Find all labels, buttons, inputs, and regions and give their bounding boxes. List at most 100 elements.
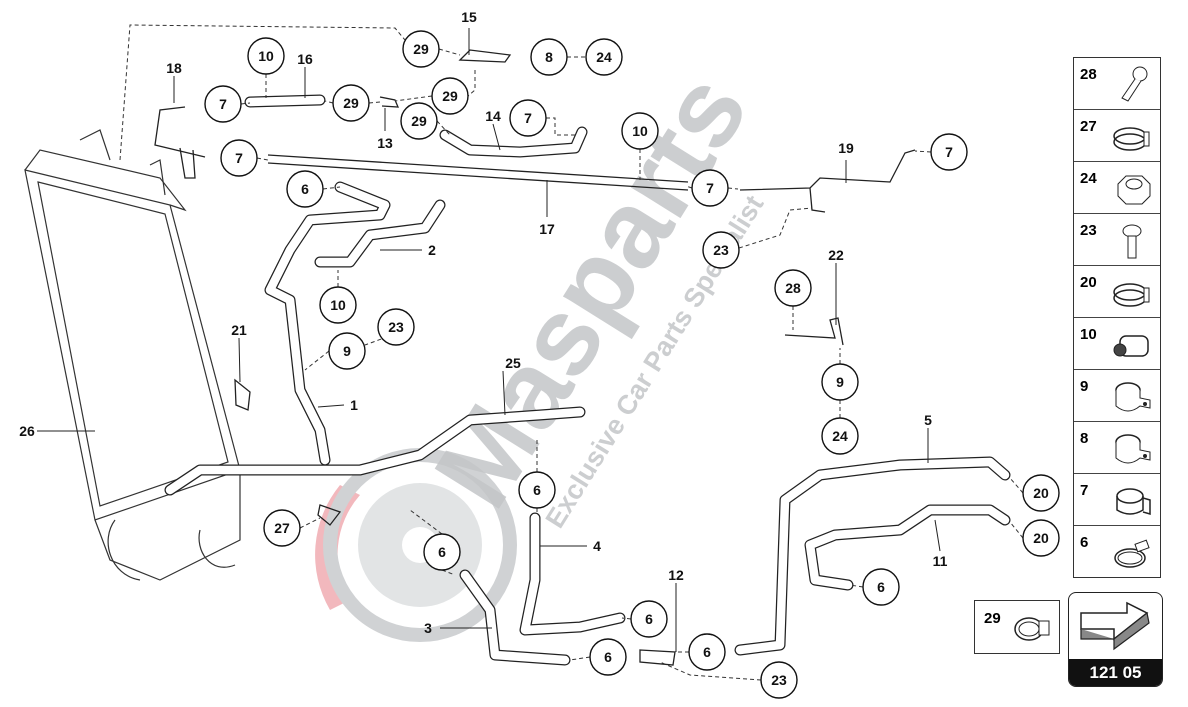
- part-label-14[interactable]: 14: [485, 108, 501, 124]
- part-label-11[interactable]: 11: [933, 553, 948, 569]
- callout-20[interactable]: 20: [1022, 519, 1060, 557]
- callout-6[interactable]: 6: [423, 533, 461, 571]
- callout-29[interactable]: 29: [402, 30, 440, 68]
- callout-10[interactable]: 10: [621, 112, 659, 150]
- callout-number: 6: [703, 644, 711, 660]
- callout-23[interactable]: 23: [702, 231, 740, 269]
- callout-circle: [702, 231, 740, 269]
- part-label-22[interactable]: 22: [828, 247, 844, 263]
- legend-part-29[interactable]: 29: [974, 600, 1060, 654]
- callout-10[interactable]: 10: [319, 286, 357, 324]
- callout-number: 23: [771, 672, 787, 688]
- part-label-3[interactable]: 3: [424, 620, 432, 636]
- next-page-button[interactable]: 121 05: [1068, 592, 1163, 687]
- callout-circle: [630, 600, 668, 638]
- callout-number: 27: [274, 520, 290, 536]
- part-label-17[interactable]: 17: [539, 221, 555, 237]
- legend-part-10[interactable]: 10: [1074, 318, 1160, 370]
- part-label-26[interactable]: 26: [19, 423, 35, 439]
- legend-number: 7: [1080, 482, 1089, 499]
- callout-7[interactable]: 7: [930, 133, 968, 171]
- callout-circle: [821, 363, 859, 401]
- callout-7[interactable]: 7: [691, 169, 729, 207]
- callout-6[interactable]: 6: [862, 568, 900, 606]
- legend-part-8[interactable]: 8: [1074, 422, 1160, 474]
- callout-circle: [621, 112, 659, 150]
- legend-part-20[interactable]: 20: [1074, 266, 1160, 318]
- callout-number: 6: [645, 611, 653, 627]
- callout-24[interactable]: 24: [585, 38, 623, 76]
- part-label-4[interactable]: 4: [593, 538, 601, 554]
- page-number: 121 05: [1069, 659, 1162, 686]
- part-label-5[interactable]: 5: [924, 412, 932, 428]
- callout-29[interactable]: 29: [332, 84, 370, 122]
- callout-27[interactable]: 27: [263, 509, 301, 547]
- callout-number: 23: [713, 242, 729, 258]
- part-label-13[interactable]: 13: [377, 135, 393, 151]
- callout-circle: [402, 30, 440, 68]
- part-label-21[interactable]: 21: [231, 322, 247, 338]
- legend-part-27[interactable]: 27: [1074, 110, 1160, 162]
- callout-number: 20: [1033, 485, 1049, 501]
- callout-circle: [319, 286, 357, 324]
- hose-clamp-icon: [1113, 127, 1150, 151]
- part-label-18[interactable]: 18: [166, 60, 182, 76]
- hex-nut-icon: [1117, 175, 1151, 205]
- legend-part-23[interactable]: 23: [1074, 214, 1160, 266]
- callout-number: 29: [413, 41, 429, 57]
- callout-number: 6: [301, 181, 309, 197]
- callout-number: 10: [330, 297, 346, 313]
- callout-number: 7: [524, 110, 532, 126]
- part-label-15[interactable]: 15: [461, 9, 477, 25]
- callout-7[interactable]: 7: [220, 139, 258, 177]
- callout-6[interactable]: 6: [589, 638, 627, 676]
- legend-part-6[interactable]: 6: [1074, 526, 1160, 577]
- clip-clamp-icon: [1014, 617, 1050, 641]
- callout-number: 10: [258, 48, 274, 64]
- callout-number: 23: [388, 319, 404, 335]
- callout-7[interactable]: 7: [509, 99, 547, 137]
- legend-part-24[interactable]: 24: [1074, 162, 1160, 214]
- legend-part-7[interactable]: 7: [1074, 474, 1160, 526]
- callout-circle: [286, 170, 324, 208]
- callout-6[interactable]: 6: [518, 471, 556, 509]
- callout-9[interactable]: 9: [328, 332, 366, 370]
- part-label-12[interactable]: 12: [668, 567, 684, 583]
- legend-part-28[interactable]: 28: [1074, 58, 1160, 110]
- part-label-1[interactable]: 1: [350, 397, 358, 413]
- callout-circle: [204, 85, 242, 123]
- callout-20[interactable]: 20: [1022, 474, 1060, 512]
- part-label-19[interactable]: 19: [838, 140, 854, 156]
- callout-7[interactable]: 7: [204, 85, 242, 123]
- callout-8[interactable]: 8: [530, 38, 568, 76]
- legend-number: 8: [1080, 430, 1089, 447]
- screw-icon: [1122, 224, 1142, 259]
- callout-6[interactable]: 6: [688, 633, 726, 671]
- callout-circle: [400, 102, 438, 140]
- p-clamp-icon: [1115, 434, 1151, 464]
- callout-number: 9: [343, 343, 351, 359]
- part-label-2[interactable]: 2: [428, 242, 436, 258]
- callout-circle: [509, 99, 547, 137]
- callout-circle: [530, 38, 568, 76]
- callout-29[interactable]: 29: [400, 102, 438, 140]
- callout-28[interactable]: 28: [774, 269, 812, 307]
- callout-24[interactable]: 24: [821, 417, 859, 455]
- callout-circle: [332, 84, 370, 122]
- callout-29[interactable]: 29: [431, 77, 469, 115]
- legend-part-9[interactable]: 9: [1074, 370, 1160, 422]
- callout-9[interactable]: 9: [821, 363, 859, 401]
- callout-6[interactable]: 6: [286, 170, 324, 208]
- callout-circle: [423, 533, 461, 571]
- callout-number: 6: [533, 482, 541, 498]
- pipes: [154, 49, 916, 666]
- callout-23[interactable]: 23: [760, 661, 798, 699]
- callout-circle: [247, 37, 285, 75]
- callout-6[interactable]: 6: [630, 600, 668, 638]
- part-label-16[interactable]: 16: [297, 51, 313, 67]
- callout-circle: [431, 77, 469, 115]
- part-label-25[interactable]: 25: [505, 355, 521, 371]
- callout-23[interactable]: 23: [377, 308, 415, 346]
- callout-10[interactable]: 10: [247, 37, 285, 75]
- worm-clamp-icon: [1114, 539, 1150, 568]
